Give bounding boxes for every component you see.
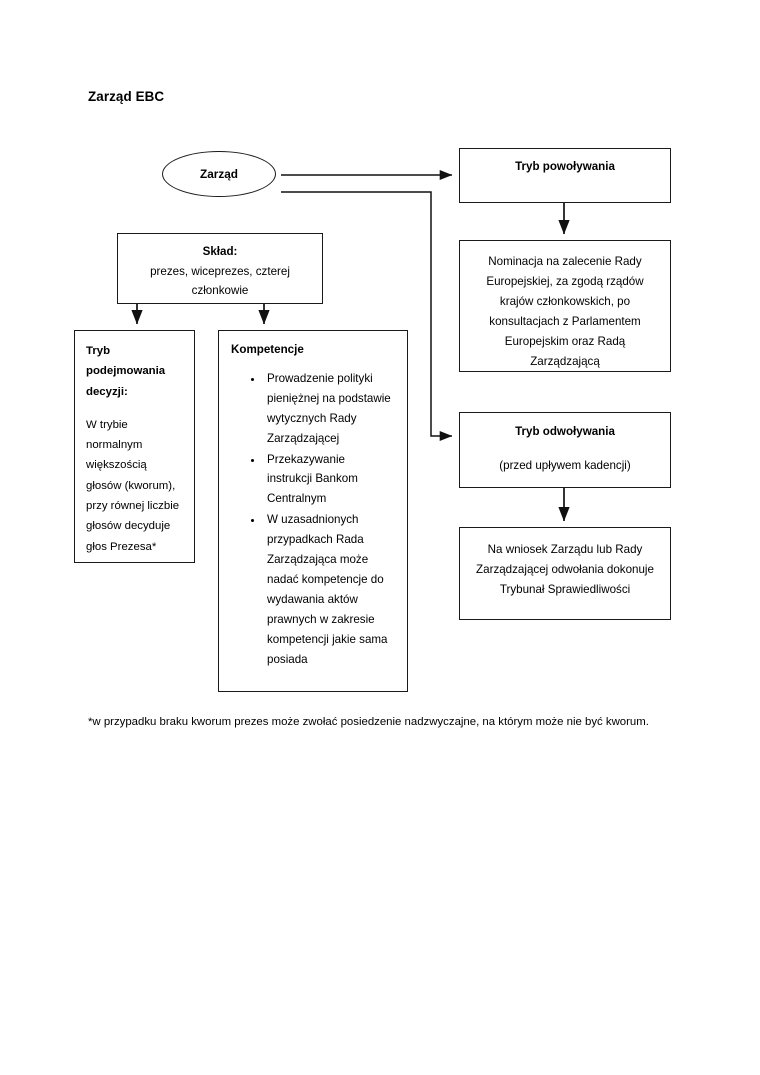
node-decyzje-title: Tryb podejmowania decyzji: [86,345,166,398]
node-tryb-odwolywania-title: Tryb odwoływania [515,425,615,438]
node-sklad-body: prezes, wiceprezes, czterej członkowie [150,264,290,297]
kompetencje-bullet-list: Prowadzenie polityki pieniężnej na podst… [231,369,397,670]
node-sklad[interactable]: Skład: prezes, wiceprezes, czterej człon… [117,233,323,304]
node-wniosek-body: Na wniosek Zarządu lub Rady Zarządzające… [476,543,654,596]
node-zarzad-ellipse[interactable]: Zarząd [162,151,276,197]
node-tryb-powolywania[interactable]: Tryb powoływania [459,148,671,203]
list-item: Przekazywanie instrukcji Bankom Centraln… [263,450,393,510]
footnote: *w przypadku braku kworum prezes może zw… [88,716,649,728]
node-wniosek[interactable]: Na wniosek Zarządu lub Rady Zarządzające… [459,527,671,620]
node-sklad-title: Skład: [202,245,238,258]
node-nominacja[interactable]: Nominacja na zalecenie Rady Europejskiej… [459,240,671,372]
page-title: Zarząd EBC [88,89,165,104]
node-tryb-powolywania-title: Tryb powoływania [515,160,615,173]
node-kompetencje[interactable]: Kompetencje Prowadzenie polityki pienięż… [218,330,408,692]
list-item: Prowadzenie polityki pieniężnej na podst… [263,369,393,449]
node-tryb-odwolywania-subtitle: (przed upływem kadencji) [499,458,631,472]
node-kompetencje-title: Kompetencje [231,343,304,356]
node-decyzje-body: W trybie normalnym większością głosów (k… [86,418,180,553]
node-tryb-podejmowania-decyzji[interactable]: Tryb podejmowania decyzji: W trybie norm… [74,330,195,563]
node-nominacja-body: Nominacja na zalecenie Rady Europejskiej… [486,255,644,368]
list-item: W uzasadnionych przypadkach Rada Zarządz… [263,510,393,670]
node-tryb-odwolywania[interactable]: Tryb odwoływania (przed upływem kadencji… [459,412,671,488]
node-zarzad-label: Zarząd [199,167,239,181]
